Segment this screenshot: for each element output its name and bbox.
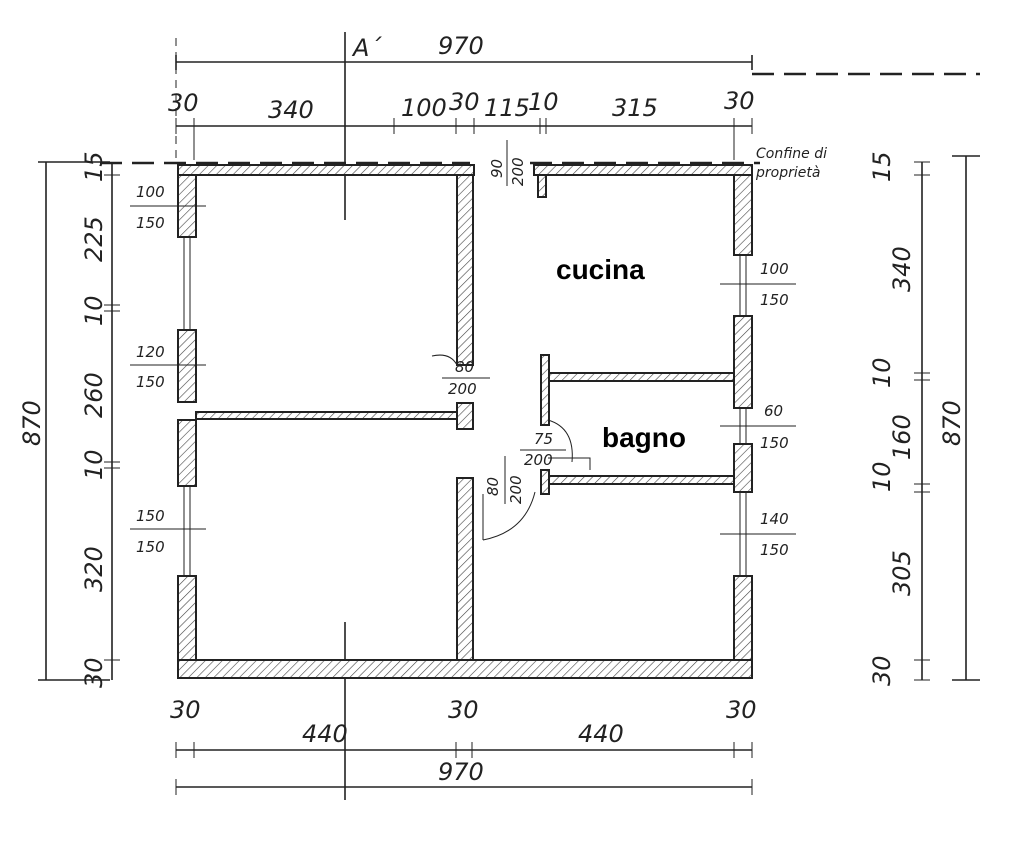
svg-text:80: 80 — [455, 358, 474, 376]
window-label-left-3: 150 150 — [130, 507, 206, 556]
top-seg-4: 30 — [449, 88, 480, 116]
section-label: A´ — [351, 34, 382, 62]
svg-text:100: 100 — [136, 183, 165, 201]
left-seg-7: 30 — [80, 657, 108, 688]
svg-text:120: 120 — [136, 343, 165, 361]
right-dimensions: 15 340 10 160 10 305 30 870 — [868, 151, 980, 686]
svg-text:150: 150 — [136, 373, 165, 391]
left-seg-1: 15 — [80, 151, 108, 182]
walls — [177, 164, 753, 679]
svg-text:200: 200 — [509, 157, 527, 186]
right-seg-6: 305 — [888, 550, 916, 596]
left-total: 870 — [18, 400, 46, 446]
svg-text:150: 150 — [136, 214, 165, 232]
top-total: 970 — [438, 32, 484, 60]
boundary-note-line1: Confine di — [756, 146, 827, 162]
opening-labels: 100 150 120 150 150 150 100 150 60 150 1… — [130, 140, 796, 559]
left-seg-2: 225 — [80, 216, 108, 262]
left-dimensions: 870 15 225 10 260 10 320 30 — [18, 151, 120, 688]
right-seg-7: 30 — [868, 655, 896, 686]
bottom-seg-2: 440 — [578, 720, 624, 748]
right-seg-5: 10 — [868, 461, 896, 492]
bottom-wall-2: 30 — [448, 696, 479, 724]
right-total: 870 — [938, 400, 966, 446]
top-seg-1: 30 — [168, 89, 199, 117]
svg-text:100: 100 — [760, 260, 789, 278]
svg-text:150: 150 — [136, 538, 165, 556]
door-label-lower: 80 200 — [484, 456, 525, 504]
bottom-total: 970 — [438, 758, 484, 786]
right-seg-1: 15 — [868, 151, 896, 182]
property-boundary: Confine di proprietà — [100, 38, 980, 181]
window-label-right-2: 60 150 — [720, 402, 796, 452]
svg-text:80: 80 — [484, 477, 502, 496]
right-seg-2: 340 — [888, 246, 916, 292]
bottom-wall-1: 30 — [170, 696, 201, 724]
right-seg-4: 160 — [888, 414, 916, 460]
svg-text:150: 150 — [760, 291, 789, 309]
svg-text:150: 150 — [136, 507, 165, 525]
door-label-bath: 75 200 — [520, 430, 566, 469]
top-seg-8: 30 — [724, 87, 755, 115]
window-label-left-1: 100 150 — [130, 183, 206, 232]
door-label-top: 90 200 — [488, 140, 527, 186]
top-seg-6: 10 — [528, 88, 559, 116]
window-glazing — [183, 237, 747, 576]
door-swings — [431, 354, 591, 541]
svg-text:200: 200 — [507, 475, 525, 504]
bottom-seg-1: 440 — [302, 720, 348, 748]
right-seg-3: 10 — [868, 357, 896, 388]
top-seg-5: 115 — [484, 94, 530, 122]
left-seg-6: 320 — [80, 546, 108, 592]
left-seg-5: 10 — [80, 449, 108, 480]
top-seg-2: 340 — [268, 96, 314, 124]
window-label-left-2: 120 150 — [130, 343, 206, 391]
svg-text:60: 60 — [764, 402, 783, 420]
left-seg-4: 260 — [80, 372, 108, 418]
bottom-dimensions: 30 30 30 440 440 970 — [170, 696, 757, 795]
svg-text:90: 90 — [488, 159, 506, 178]
left-seg-3: 10 — [80, 295, 108, 326]
svg-text:200: 200 — [448, 380, 477, 398]
door-label-mid: 80 200 — [442, 358, 490, 398]
svg-text:140: 140 — [760, 510, 789, 528]
window-label-right-1: 100 150 — [720, 260, 796, 309]
top-dimensions: 970 30 340 100 30 115 10 315 30 — [168, 32, 755, 160]
svg-text:75: 75 — [534, 430, 553, 448]
svg-text:200: 200 — [524, 451, 553, 469]
svg-text:150: 150 — [760, 541, 789, 559]
bottom-wall-3: 30 — [726, 696, 757, 724]
window-label-right-3: 140 150 — [720, 510, 796, 559]
svg-text:150: 150 — [760, 434, 789, 452]
room-label-kitchen: cucina — [556, 254, 645, 285]
boundary-note-line2: proprietà — [755, 165, 820, 181]
room-label-bathroom: bagno — [602, 422, 686, 453]
top-seg-7: 315 — [612, 94, 658, 122]
top-seg-3: 100 — [401, 94, 447, 122]
